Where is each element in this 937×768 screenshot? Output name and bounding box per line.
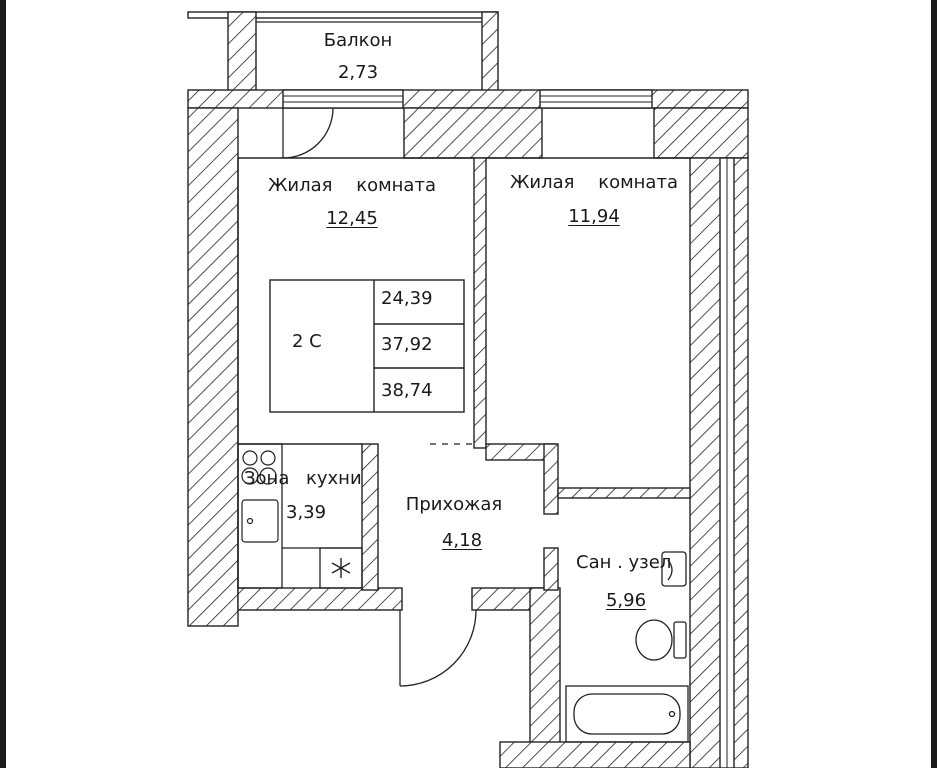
area-without-balcony-value: 37,92 [381, 334, 433, 355]
balcony-area: 2,73 [337, 62, 379, 83]
living-room-1-area: 12,45 [326, 208, 378, 229]
left-frame-border [0, 0, 6, 768]
kitchen-name-part1: Зона [244, 468, 290, 489]
apartment-type: 2 С [292, 331, 322, 352]
washbasin-icon [661, 551, 687, 587]
asterisk-icon [331, 558, 351, 578]
total-area-value: 38,74 [381, 380, 433, 401]
stove-icon [241, 450, 277, 485]
balcony-name: Балкон [323, 30, 393, 51]
doors [282, 107, 477, 687]
hallway-name: Прихожая [405, 494, 503, 515]
kitchen-name-part2: кухни [306, 468, 362, 489]
bathroom-area: 5,96 [605, 590, 647, 611]
kitchen-fixtures [237, 443, 363, 589]
living-room-2-name: Жилая комната [510, 172, 678, 193]
hallway-area: 4,18 [441, 530, 483, 551]
living-area-value: 24,39 [381, 288, 433, 309]
bathtub-icon [565, 685, 689, 743]
living-room-1-name: Жилая комната [268, 175, 436, 196]
area-summary-table [269, 279, 465, 413]
outer-walls [187, 89, 749, 768]
toilet-icon [635, 619, 687, 661]
right-frame-border [931, 0, 937, 768]
kitchen-area: 3,39 [286, 502, 327, 523]
living-room-2-area: 11,94 [568, 206, 620, 227]
sink-icon [241, 499, 279, 543]
bathroom-name: Сан . узел [576, 552, 672, 573]
